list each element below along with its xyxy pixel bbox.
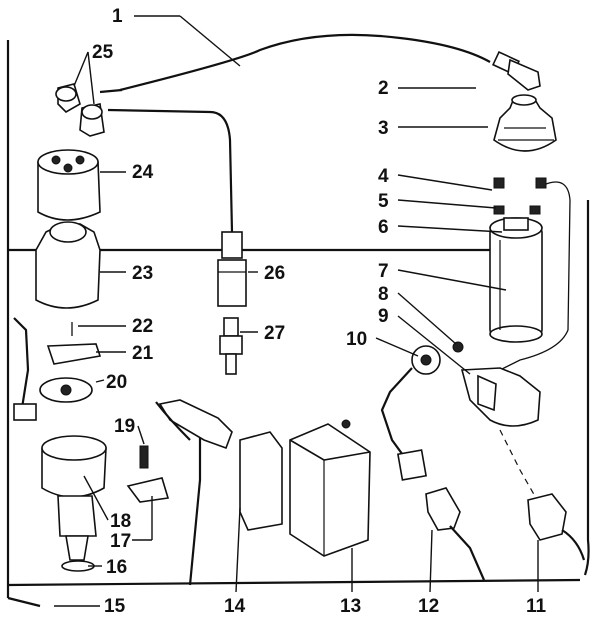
callout-23: 23 — [132, 263, 153, 284]
callout-27: 27 — [264, 323, 285, 344]
callout-15: 15 — [104, 596, 126, 617]
control-unit-13 — [289, 419, 371, 557]
callout-16: 16 — [106, 557, 127, 578]
coil-7 — [479, 177, 571, 381]
callout-17: 17 — [110, 531, 131, 552]
callout-7: 7 — [378, 261, 389, 282]
leader-lines — [54, 15, 539, 607]
callout-1: 1 — [112, 6, 123, 27]
coil-cover-3 — [493, 94, 557, 152]
distributor-body-18 — [41, 435, 170, 572]
callout-8: 8 — [378, 284, 389, 305]
callout-21: 21 — [132, 343, 154, 364]
callout-13: 13 — [340, 596, 361, 617]
callout-24: 24 — [132, 162, 154, 183]
plug-leads-25 — [55, 83, 234, 233]
callout-numbers: 1 2 3 4 5 6 7 8 9 10 11 12 13 14 15 16 1… — [92, 6, 547, 617]
callout-19: 19 — [114, 416, 135, 437]
callout-12: 12 — [418, 596, 439, 617]
callout-2: 2 — [378, 78, 389, 99]
callout-18: 18 — [110, 511, 131, 532]
callout-20: 20 — [106, 372, 127, 393]
callout-5: 5 — [378, 191, 389, 212]
callout-14: 14 — [224, 596, 246, 617]
spark-plug-27 — [219, 317, 243, 375]
callout-26: 26 — [264, 263, 285, 284]
callout-11: 11 — [526, 596, 547, 617]
callout-6: 6 — [378, 217, 389, 238]
rotor-arm-parts — [13, 317, 102, 421]
plug-connector-26 — [217, 231, 247, 307]
bracket-assembly — [380, 341, 541, 481]
callout-10: 10 — [346, 329, 367, 350]
distributor-cap-23 — [35, 221, 101, 309]
callout-3: 3 — [378, 118, 389, 139]
connector-11 — [499, 429, 586, 561]
rotor-24 — [37, 149, 101, 221]
callout-22: 22 — [132, 316, 153, 337]
multi-plug-14 — [155, 399, 283, 531]
ht-lead-1 — [119, 33, 541, 92]
callout-25: 25 — [92, 42, 114, 63]
callout-4: 4 — [378, 166, 389, 187]
callout-9: 9 — [378, 306, 389, 327]
connector-12 — [425, 487, 486, 581]
